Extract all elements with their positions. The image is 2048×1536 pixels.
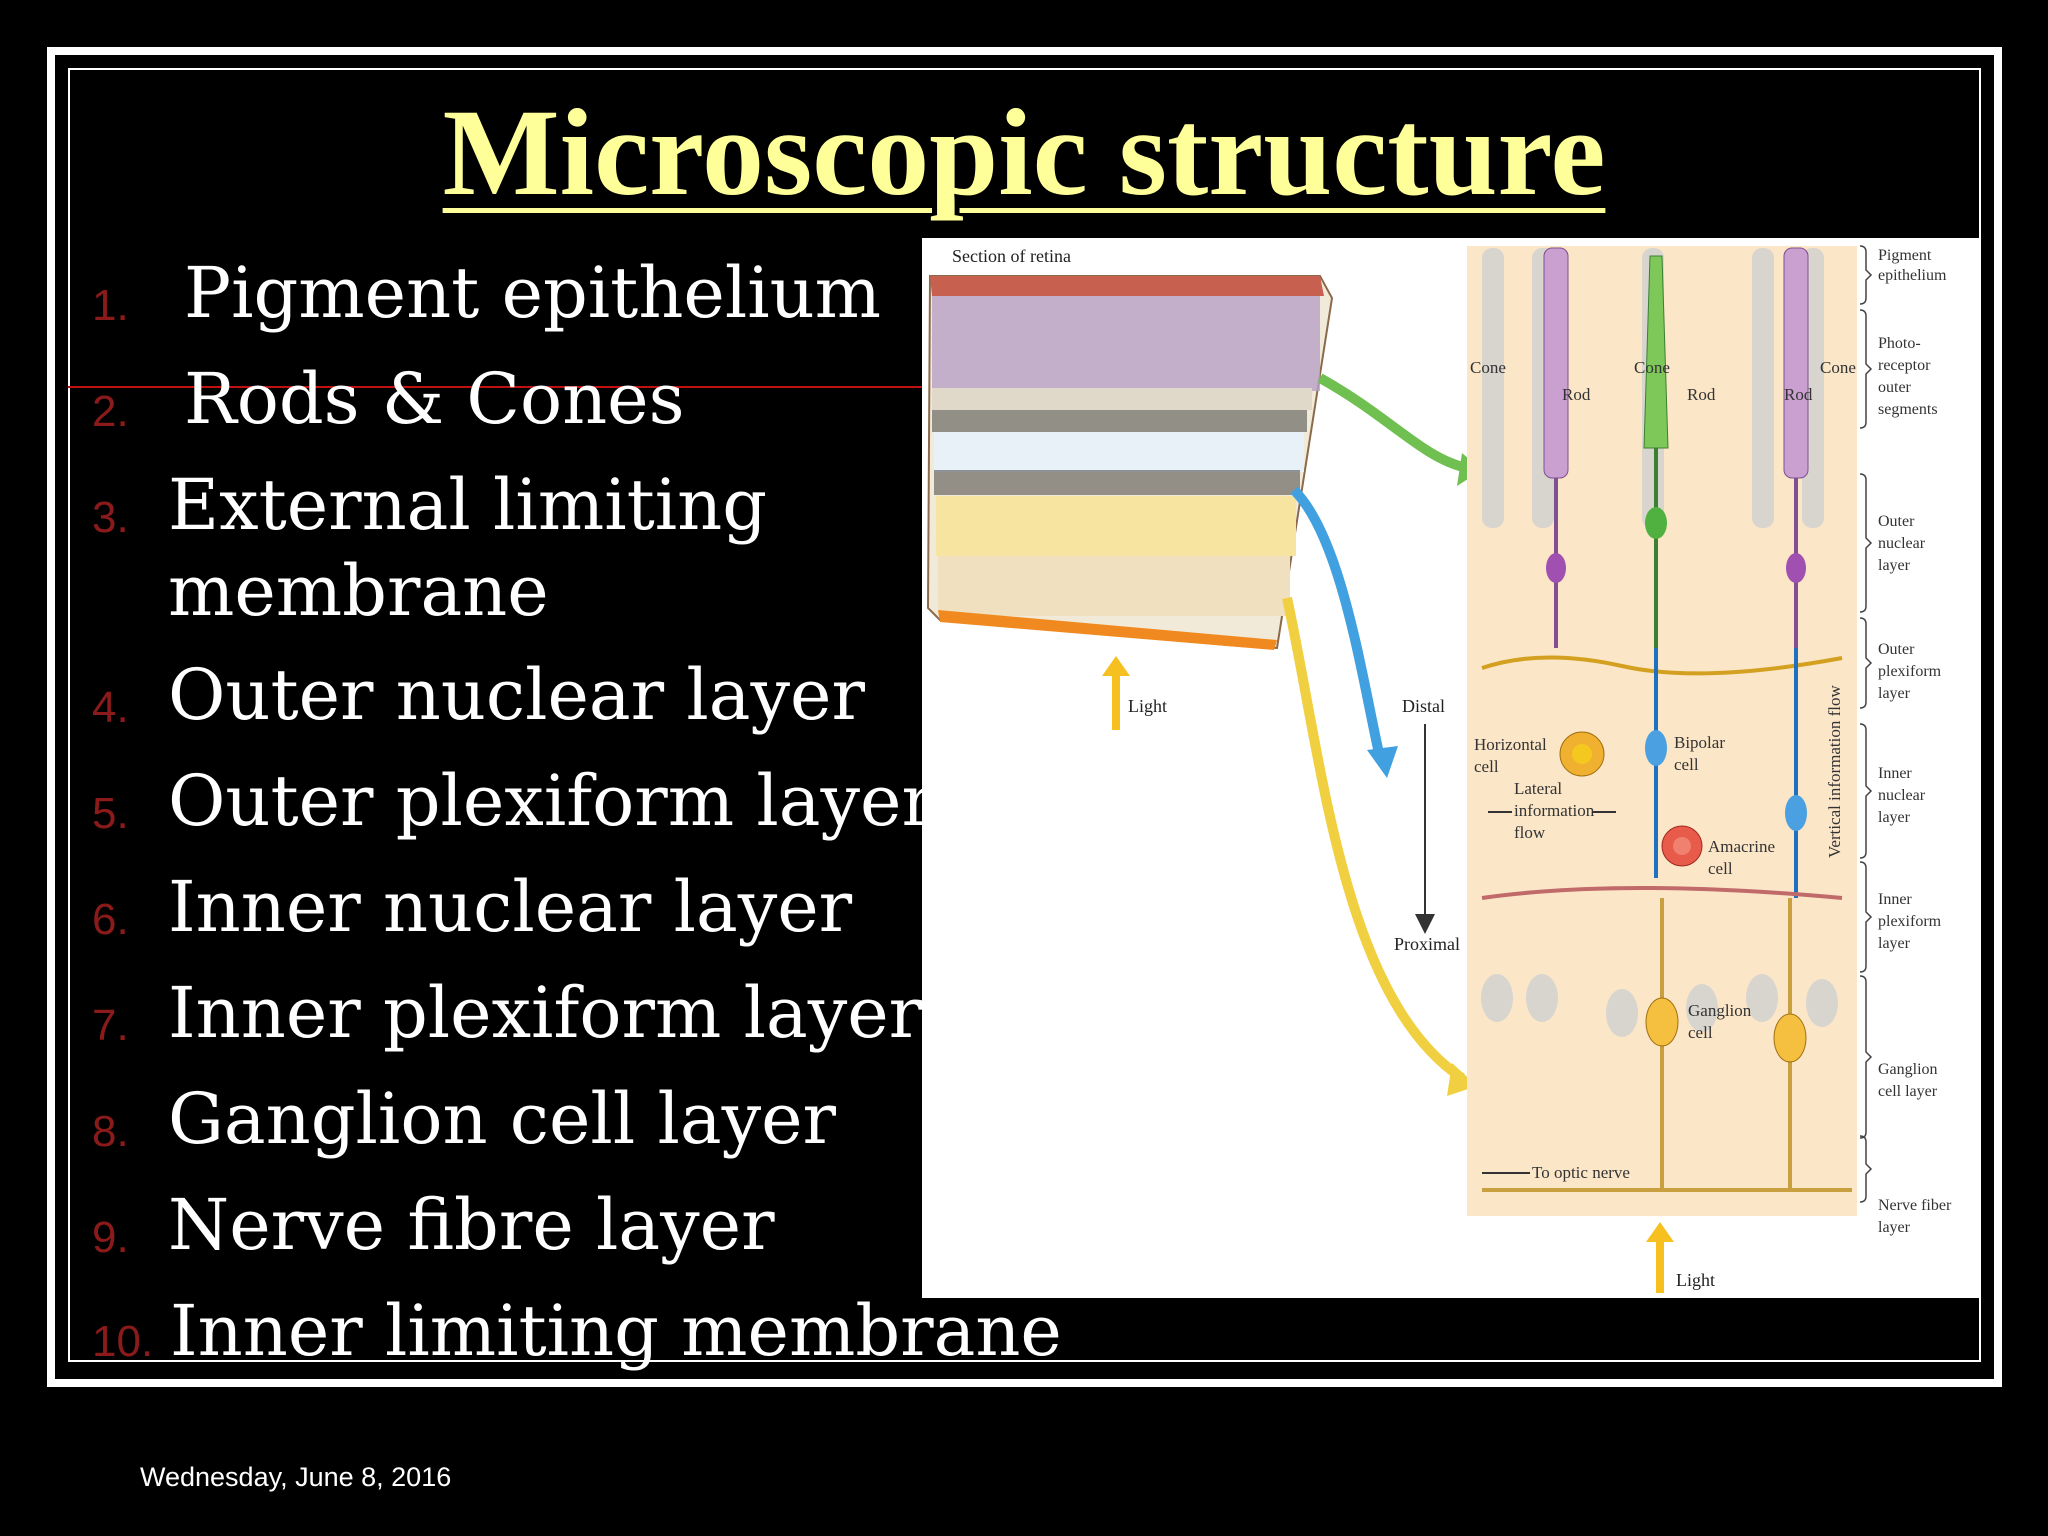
layer-label-gcl: Ganglion [1878, 1061, 1938, 1078]
label-vertical-flow: Vertical information flow [1825, 684, 1844, 858]
slide-date: Wednesday, June 8, 2016 [140, 1462, 452, 1492]
list-item: Ganglion cell layer [168, 1078, 837, 1160]
layer-label-ipl: plexiform [1878, 913, 1942, 930]
list-number: 6. [92, 895, 129, 944]
list-number: 7. [92, 1001, 129, 1050]
rod-cell-right [1783, 247, 1809, 648]
list-item: External limiting [168, 464, 767, 546]
layer-label-onl: layer [1878, 557, 1911, 574]
label-bipolar: Bipolar [1674, 733, 1725, 752]
cone-cell-center [1643, 255, 1669, 648]
layer-label-photoreceptor: segments [1878, 401, 1938, 418]
list-item: Nerve fibre layer [168, 1184, 775, 1266]
list-item: Outer plexiform layer [168, 760, 935, 842]
list-number: 9. [92, 1213, 129, 1262]
bipolar-cell-right [1785, 648, 1807, 898]
horizontal-cell [1559, 731, 1605, 777]
light-label-bottom: Light [1676, 1270, 1715, 1290]
layer-label-pigment: Pigment [1878, 247, 1932, 264]
retina-diagram: Section of retina Light Distal [922, 238, 1980, 1298]
layer-label-onl: nuclear [1878, 535, 1926, 552]
list-number: 4. [92, 683, 129, 732]
list-item: Inner plexiform layer [168, 972, 923, 1054]
list-number: 3. [92, 493, 129, 542]
list-number: 8. [92, 1107, 129, 1156]
layer-label-ipl: layer [1878, 935, 1911, 952]
label-amacrine: Amacrine [1708, 837, 1775, 856]
list-number: 5. [92, 789, 129, 838]
list-item: Pigment epithelium [184, 252, 882, 334]
amacrine-cell [1661, 825, 1703, 867]
layer-label-inl: nuclear [1878, 787, 1926, 804]
layer-label-photoreceptor: receptor [1878, 357, 1931, 374]
list-item: Inner limiting membrane [170, 1290, 1062, 1372]
layer-label-nfl: layer [1878, 1219, 1911, 1236]
list-item-continuation: membrane [168, 550, 549, 632]
yellow-arrow [1282, 596, 1465, 1083]
ganglion-cell-left [1645, 898, 1679, 1188]
bipolar-cell-left [1645, 648, 1667, 878]
layer-label-opl: layer [1878, 685, 1911, 702]
label-rod: Rod [1562, 385, 1591, 404]
red-guide-line [68, 386, 928, 388]
distal-label: Distal [1402, 696, 1445, 716]
label-cone: Cone [1470, 358, 1506, 377]
label-cone: Cone [1634, 358, 1670, 377]
light-arrow-left: Light [1102, 656, 1167, 730]
label-information: information [1514, 801, 1595, 820]
slide-title-text: Microscopic structure [442, 84, 1606, 221]
label-bipolar-cell: cell [1674, 755, 1699, 774]
layer-label-ipl: Inner [1878, 891, 1912, 908]
label-lateral: Lateral [1514, 779, 1562, 798]
layer-label-opl: plexiform [1878, 663, 1942, 680]
rod-cell-left [1543, 247, 1569, 648]
light-label-left: Light [1128, 696, 1167, 716]
slide-inner-frame [68, 68, 1981, 1362]
slide-title: Microscopic structure [0, 82, 2048, 224]
layer-label-nfl: Nerve fiber [1878, 1197, 1952, 1214]
layer-label-opl: Outer [1878, 641, 1915, 658]
list-item: Outer nuclear layer [168, 654, 865, 736]
label-amacrine-cell: cell [1708, 859, 1733, 878]
layer-label-onl: Outer [1878, 513, 1915, 530]
layer-brackets [1859, 245, 1873, 1203]
layer-label-inl: layer [1878, 809, 1911, 826]
label-cone: Cone [1820, 358, 1856, 377]
blue-arrow [1290, 486, 1385, 760]
layer-label-photoreceptor: Photo- [1878, 335, 1921, 352]
layer-label-photoreceptor: outer [1878, 379, 1912, 396]
list-number: 10. [92, 1317, 154, 1366]
label-horizontal: Horizontal [1474, 735, 1547, 754]
label-ganglion-cell: cell [1688, 1023, 1713, 1042]
label-ganglion: Ganglion [1688, 1001, 1752, 1020]
proximal-label: Proximal [1394, 934, 1460, 954]
slide-outer-frame [47, 47, 2002, 1387]
label-rod: Rod [1784, 385, 1813, 404]
list-item: Rods & Cones [184, 358, 685, 440]
ganglion-cell-right [1773, 898, 1807, 1188]
light-arrow-bottom: Light [1646, 1222, 1715, 1293]
list-number: 1. [92, 281, 129, 330]
label-rod: Rod [1687, 385, 1716, 404]
list-item: Inner nuclear layer [168, 866, 853, 948]
label-horizontal-cell: cell [1474, 757, 1499, 776]
list-number: 2. [92, 387, 129, 436]
green-arrow [1317, 373, 1469, 473]
label-flow: flow [1514, 823, 1546, 842]
retina-section-block [926, 275, 1334, 650]
retina-diagram-svg: Section of retina Light Distal [926, 245, 1952, 1293]
section-label: Section of retina [952, 246, 1071, 266]
layer-label-inl: Inner [1878, 765, 1912, 782]
layer-label-gcl: cell layer [1878, 1083, 1938, 1100]
layer-label-pigment: epithelium [1878, 267, 1947, 284]
label-optic-nerve: To optic nerve [1532, 1163, 1630, 1182]
layer-labels: Pigment epithelium Photo- receptor outer… [1878, 247, 1952, 1236]
